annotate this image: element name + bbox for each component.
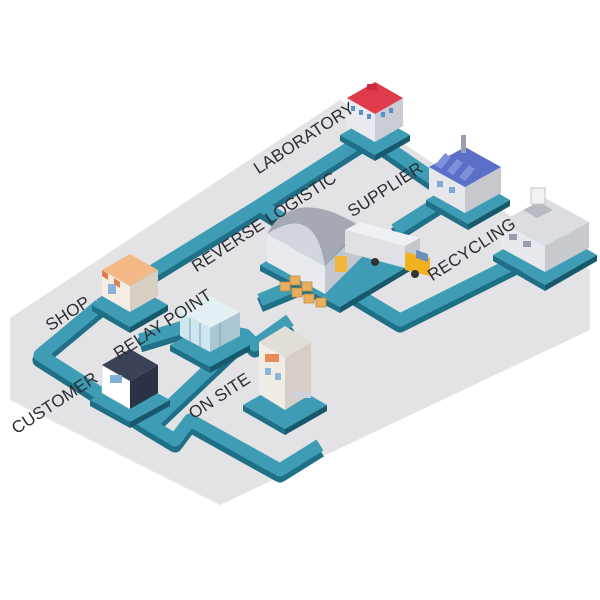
on-site-building-icon [259,326,311,410]
relay-point-icon [180,296,240,352]
laboratory-building-icon [347,82,403,142]
pallet-boxes [279,275,327,308]
shop-icon [102,254,158,312]
recycling-plant-icon [501,187,589,272]
supplier-factory-icon [429,135,501,213]
delivery-truck-icon [345,222,430,278]
customer-house-icon [101,349,158,410]
